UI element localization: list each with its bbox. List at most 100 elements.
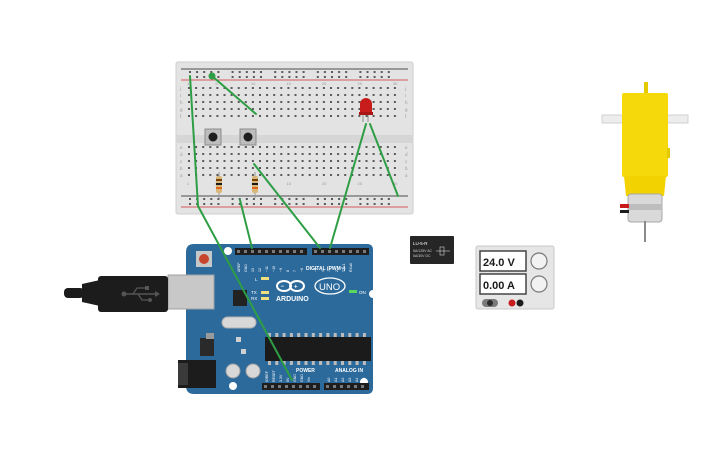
breadboard-hole[interactable] — [188, 108, 190, 110]
breadboard-hole[interactable] — [209, 101, 212, 103]
breadboard-hole[interactable] — [301, 101, 304, 103]
header-pin[interactable] — [349, 250, 352, 253]
breadboard-hole[interactable] — [223, 101, 226, 103]
breadboard-hole[interactable] — [223, 174, 226, 176]
breadboard-hole[interactable] — [237, 167, 240, 169]
breadboard-hole[interactable] — [322, 174, 325, 176]
breadboard-hole[interactable] — [244, 94, 247, 96]
breadboard-hole[interactable] — [273, 174, 276, 176]
rail-hole[interactable] — [274, 76, 277, 78]
positive-terminal[interactable] — [508, 299, 516, 307]
breadboard-hole[interactable] — [251, 101, 254, 103]
breadboard-hole[interactable] — [372, 108, 375, 110]
breadboard-hole[interactable] — [259, 108, 261, 110]
rail-hole[interactable] — [203, 203, 206, 205]
breadboard-hole[interactable] — [188, 87, 190, 89]
breadboard-hole[interactable] — [315, 94, 318, 96]
rail-hole[interactable] — [189, 198, 191, 200]
rail-hole[interactable] — [387, 76, 390, 78]
breadboard-hole[interactable] — [322, 160, 325, 162]
breadboard-hole[interactable] — [259, 174, 261, 176]
breadboard-hole[interactable] — [273, 153, 276, 155]
breadboard-hole[interactable] — [223, 115, 226, 117]
breadboard-hole[interactable] — [344, 115, 347, 117]
breadboard-hole[interactable] — [237, 87, 240, 89]
breadboard-hole[interactable] — [280, 87, 283, 89]
breadboard-hole[interactable] — [188, 160, 190, 162]
breadboard-hole[interactable] — [202, 101, 205, 103]
rail-hole[interactable] — [323, 203, 326, 205]
breadboard-hole[interactable] — [223, 167, 226, 169]
breadboard-hole[interactable] — [372, 160, 375, 162]
breadboard-hole[interactable] — [266, 167, 269, 169]
header-pin[interactable] — [314, 250, 317, 253]
breadboard-hole[interactable] — [251, 94, 254, 96]
wire-7[interactable] — [369, 123, 399, 197]
header-pin[interactable] — [285, 385, 288, 388]
voltage-knob[interactable] — [530, 252, 548, 270]
breadboard-hole[interactable] — [365, 153, 368, 155]
rail-hole[interactable] — [295, 198, 298, 200]
breadboard-hole[interactable] — [259, 87, 261, 89]
breadboard-hole[interactable] — [287, 108, 290, 110]
rail-hole[interactable] — [252, 76, 255, 78]
breadboard-hole[interactable] — [230, 174, 233, 176]
breadboard-hole[interactable] — [393, 146, 396, 148]
rail-hole[interactable] — [189, 203, 191, 205]
rail-hole[interactable] — [338, 76, 341, 78]
breadboard-hole[interactable] — [344, 108, 347, 110]
breadboard-hole[interactable] — [386, 146, 389, 148]
breadboard-hole[interactable] — [393, 101, 396, 103]
breadboard-hole[interactable] — [322, 108, 325, 110]
rail-hole[interactable] — [238, 71, 241, 73]
breadboard-hole[interactable] — [344, 160, 347, 162]
breadboard-hole[interactable] — [337, 115, 340, 117]
breadboard-hole[interactable] — [195, 94, 198, 96]
breadboard-hole[interactable] — [230, 160, 233, 162]
rail-hole[interactable] — [295, 203, 298, 205]
rail-hole[interactable] — [238, 76, 241, 78]
breadboard-hole[interactable] — [287, 153, 290, 155]
breadboard-hole[interactable] — [301, 153, 304, 155]
header-pin[interactable] — [335, 250, 338, 253]
breadboard-hole[interactable] — [251, 167, 254, 169]
breadboard-hole[interactable] — [330, 115, 332, 117]
header-pin[interactable] — [272, 250, 275, 253]
breadboard-hole[interactable] — [322, 146, 325, 148]
rail-hole[interactable] — [331, 203, 333, 205]
breadboard-hole[interactable] — [216, 174, 219, 176]
breadboard-hole[interactable] — [280, 108, 283, 110]
rail-hole[interactable] — [252, 71, 255, 73]
breadboard-hole[interactable] — [216, 160, 219, 162]
breadboard-hole[interactable] — [393, 108, 396, 110]
breadboard-hole[interactable] — [287, 94, 290, 96]
rail-hole[interactable] — [316, 71, 319, 73]
pushbutton-2[interactable] — [239, 128, 257, 146]
breadboard-hole[interactable] — [216, 108, 219, 110]
breadboard-hole[interactable] — [223, 153, 226, 155]
breadboard-hole[interactable] — [294, 101, 297, 103]
header-pin[interactable] — [237, 250, 240, 253]
rail-hole[interactable] — [196, 71, 199, 73]
breadboard-hole[interactable] — [230, 167, 233, 169]
breadboard-hole[interactable] — [372, 146, 375, 148]
breadboard-hole[interactable] — [344, 167, 347, 169]
breadboard-hole[interactable] — [322, 153, 325, 155]
breadboard-hole[interactable] — [266, 108, 269, 110]
breadboard-hole[interactable] — [266, 153, 269, 155]
rail-hole[interactable] — [380, 203, 383, 205]
breadboard-hole[interactable] — [251, 174, 254, 176]
breadboard-hole[interactable] — [209, 115, 212, 117]
pushbutton-1[interactable] — [204, 128, 222, 146]
breadboard-hole[interactable] — [251, 153, 254, 155]
breadboard-hole[interactable] — [273, 101, 276, 103]
breadboard-hole[interactable] — [365, 174, 368, 176]
breadboard-hole[interactable] — [287, 87, 290, 89]
breadboard-hole[interactable] — [251, 108, 254, 110]
breadboard-hole[interactable] — [393, 115, 396, 117]
rail-hole[interactable] — [345, 203, 348, 205]
breadboard-hole[interactable] — [294, 115, 297, 117]
breadboard-hole[interactable] — [251, 115, 254, 117]
breadboard-hole[interactable] — [266, 101, 269, 103]
breadboard-hole[interactable] — [202, 167, 205, 169]
